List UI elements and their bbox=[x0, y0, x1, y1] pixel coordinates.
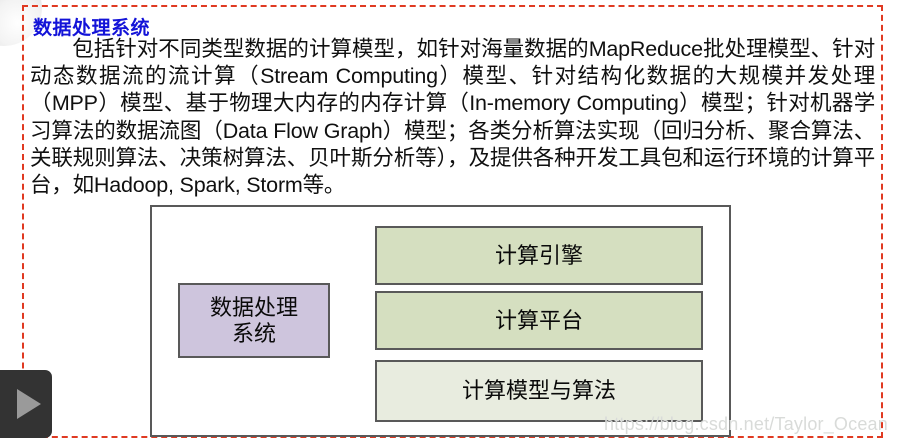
node-data-processing-system[interactable]: 数据处理 系统 bbox=[178, 283, 330, 358]
play-button[interactable] bbox=[0, 370, 52, 438]
node-system-label-line2: 系统 bbox=[231, 320, 276, 346]
node-platform-label: 计算平台 bbox=[494, 307, 583, 333]
node-system-label-line1: 数据处理 bbox=[209, 294, 298, 320]
page-title: 数据处理系统 bbox=[33, 18, 151, 39]
node-computing-platform[interactable]: 计算平台 bbox=[375, 291, 703, 350]
body-paragraph-text: 包括针对不同类型数据的计算模型，如针对海量数据的MapReduce批处理模型、针… bbox=[30, 37, 875, 198]
node-engine-label: 计算引擎 bbox=[494, 242, 583, 268]
node-computing-models-algorithms[interactable]: 计算模型与算法 bbox=[375, 360, 703, 422]
node-computing-engine[interactable]: 计算引擎 bbox=[375, 226, 703, 285]
body-paragraph: 包括针对不同类型数据的计算模型，如针对海量数据的MapReduce批处理模型、针… bbox=[30, 36, 875, 199]
node-models-label: 计算模型与算法 bbox=[461, 378, 616, 403]
watermark-text: https://blog.csdn.net/Taylor_Ocean bbox=[604, 414, 888, 434]
play-icon bbox=[17, 389, 41, 419]
